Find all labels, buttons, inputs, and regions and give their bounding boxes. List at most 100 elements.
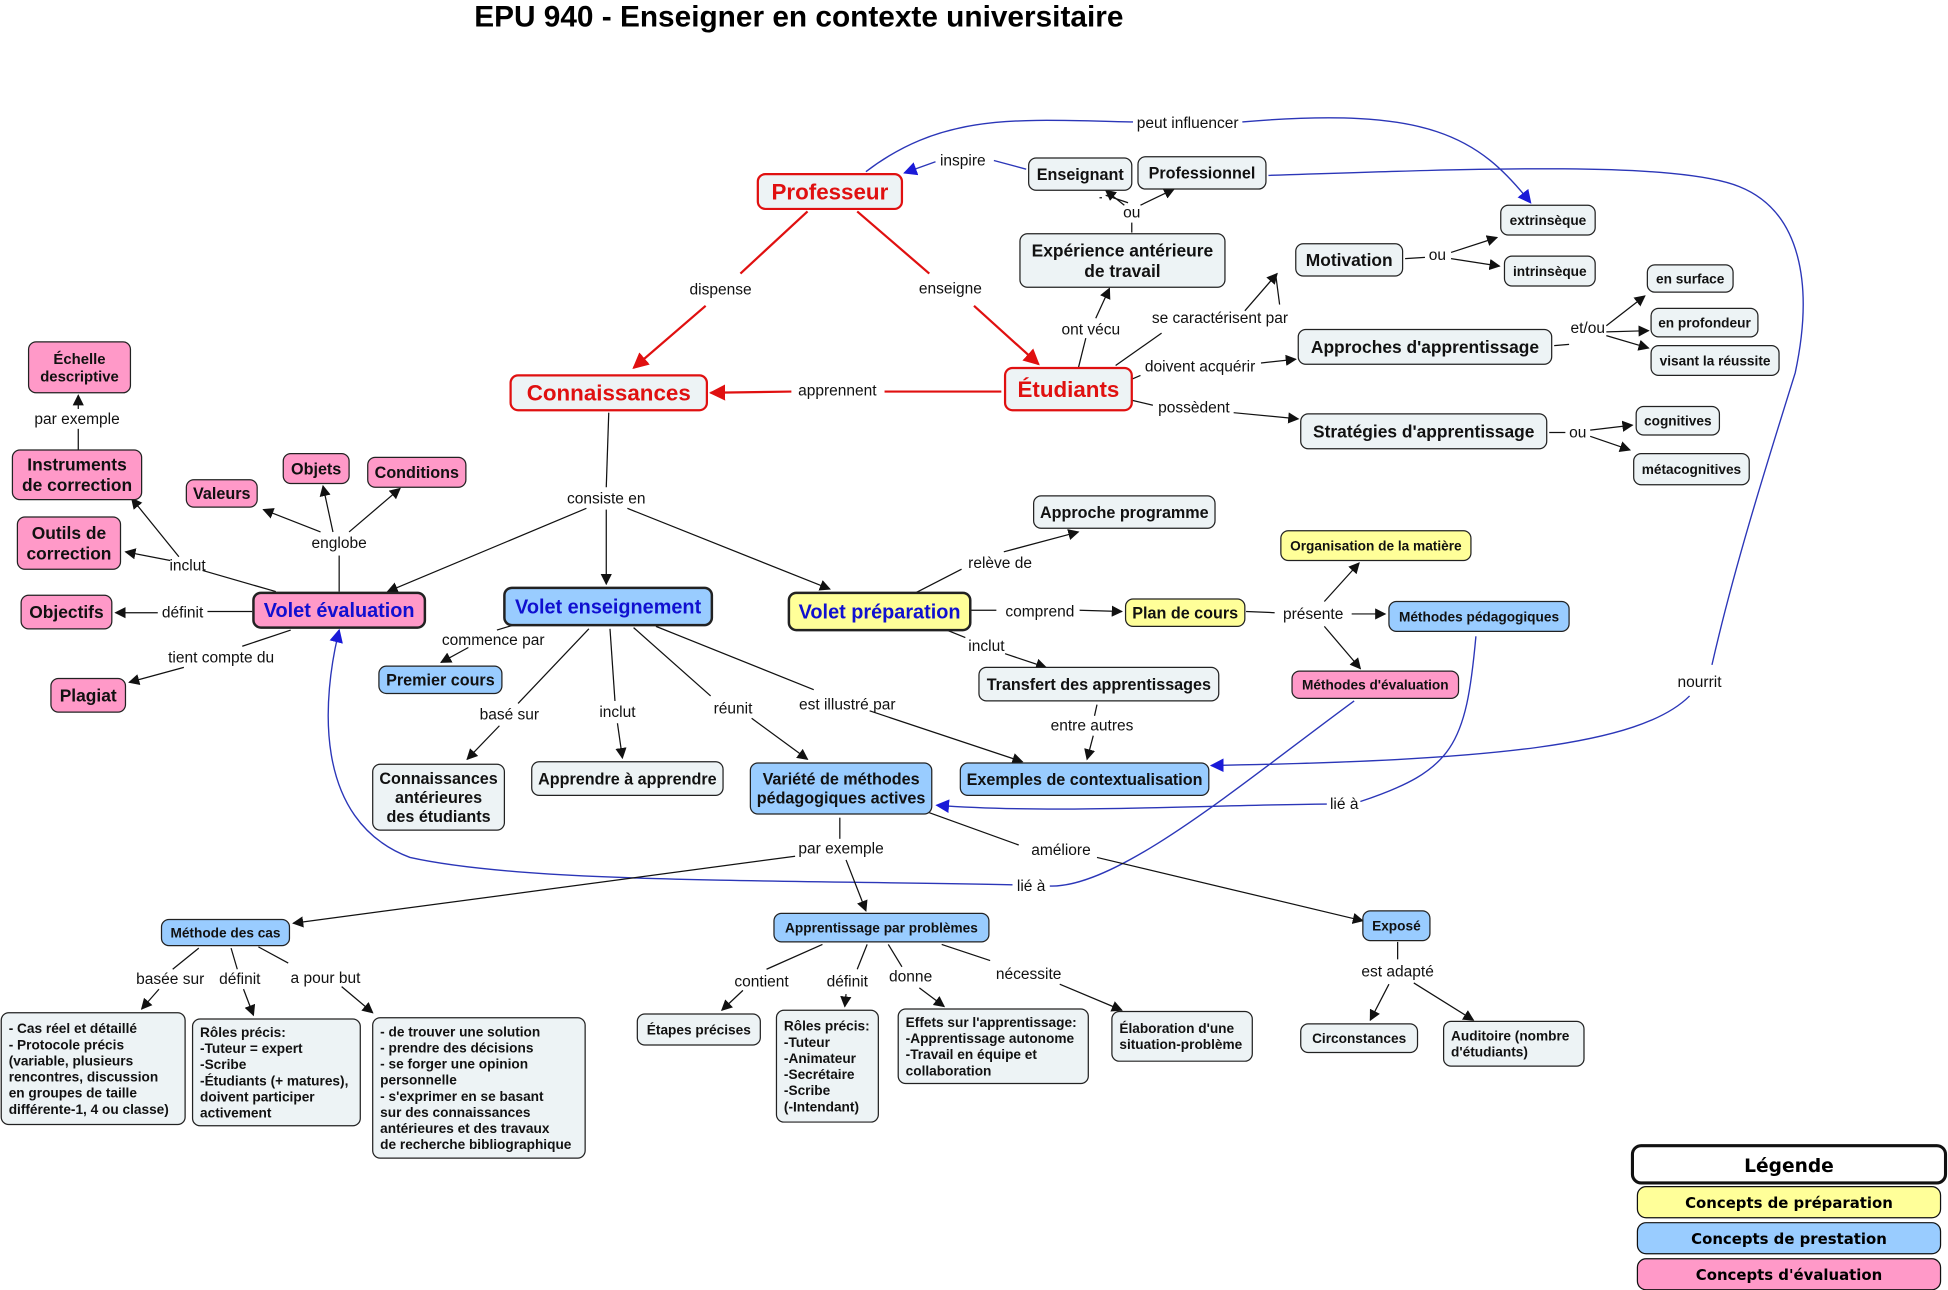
concept-approches[interactable]: Approches d'apprentissage (1297, 328, 1553, 365)
concept-roles-app[interactable]: Rôles précis:-Tuteur-Animateur-Secrétair… (775, 1009, 879, 1123)
link-label-ou-motiv: ou (1429, 247, 1446, 264)
concept-volet-enseignement[interactable]: Volet enseignement (503, 586, 714, 627)
concept-organisation[interactable]: Organisation de la matière (1280, 530, 1472, 562)
concept-plagiat[interactable]: Plagiat (50, 677, 127, 713)
concept-label: correction (26, 544, 111, 564)
concept-label: Étudiants (1017, 377, 1119, 402)
connector-arrow (1140, 188, 1176, 206)
concept-app-problemes[interactable]: Apprentissage par problèmes (773, 912, 990, 943)
link-label-inspire: inspire (940, 152, 986, 169)
concept-strategies[interactable]: Stratégies d'apprentissage (1300, 413, 1548, 450)
connector-arrow (935, 799, 1327, 813)
connector-arrow (1079, 605, 1123, 617)
concept-box (1633, 453, 1750, 486)
concept-box (1003, 366, 1133, 412)
concept-box (1291, 670, 1460, 700)
concept-motivation[interactable]: Motivation (1295, 243, 1404, 277)
connector-line (1360, 636, 1477, 803)
concept-but-cas[interactable]: - de trouver une solution- prendre des d… (372, 1017, 586, 1159)
concept-label: rencontres, discussion (9, 1070, 159, 1085)
concept-extrinseque[interactable]: extrinsèque (1500, 204, 1596, 236)
concept-box (1500, 204, 1596, 236)
link-label-inclut-prep: inclut (968, 638, 1005, 655)
concept-label: - Protocole précis (9, 1037, 125, 1052)
concept-valeurs[interactable]: Valeurs (185, 479, 258, 508)
link-label-est-illustre: est illustré par (799, 697, 896, 714)
concept-metacognitives[interactable]: métacognitives (1633, 453, 1750, 486)
concept-box (372, 1017, 586, 1159)
concept-box (160, 918, 291, 947)
connector-line (993, 159, 1027, 170)
concept-methodes-eval[interactable]: Méthodes d'évaluation (1291, 670, 1460, 700)
legend-swatch (1636, 1222, 1942, 1255)
concept-box (282, 453, 350, 485)
concept-etapes[interactable]: Étapes précises (636, 1013, 761, 1046)
concept-cas-detail[interactable]: - Cas réel et détaillé- Protocole précis… (0, 1012, 186, 1126)
concept-circonstances[interactable]: Circonstances (1300, 1023, 1419, 1054)
concept-connaissances[interactable]: Connaissances (509, 374, 709, 412)
concept-label: Exposé (1372, 919, 1421, 934)
connector-arrow (242, 988, 256, 1017)
concept-volet-evaluation[interactable]: Volet évaluation (252, 591, 427, 629)
connector-arrow (1004, 653, 1048, 670)
connector-arrow (1233, 412, 1300, 424)
concept-box (1028, 157, 1133, 191)
concept-conditions[interactable]: Conditions (367, 456, 467, 488)
concept-label: - Cas réel et détaillé (9, 1021, 138, 1036)
concept-roles-cas[interactable]: Rôles précis:-Tuteur = expert-Scribe-Étu… (191, 1018, 361, 1127)
connector-arrow (1590, 435, 1632, 452)
connector-line (1049, 700, 1355, 887)
concept-methodes-pedago[interactable]: Méthodes pédagogiques (1388, 600, 1570, 632)
concept-label: -Travail en équipe et (906, 1047, 1038, 1062)
concept-en-profondeur[interactable]: en profondeur (1650, 307, 1759, 338)
concept-label: collaboration (906, 1063, 992, 1078)
concept-label: Transfert des apprentissages (987, 676, 1211, 694)
concept-volet-preparation[interactable]: Volet préparation (787, 591, 972, 632)
connector-line (766, 943, 823, 970)
connector-arrow (845, 859, 868, 912)
concept-visant-reussite[interactable]: visant la réussite (1650, 344, 1780, 377)
concept-effets[interactable]: Effets sur l'apprentissage:-Apprentissag… (897, 1008, 1089, 1085)
connector-line (1268, 168, 1804, 666)
concept-objectifs[interactable]: Objectifs (20, 594, 113, 630)
concept-plan-de-cours[interactable]: Plan de cours (1124, 598, 1246, 627)
concept-label: Méthodes d'évaluation (1302, 678, 1449, 693)
concept-box (27, 341, 132, 394)
connector-arrow (1096, 856, 1364, 924)
connector-line (242, 629, 291, 647)
concept-methode-cas[interactable]: Méthode des cas (160, 918, 291, 947)
concept-professeur[interactable]: Professeur (756, 173, 904, 211)
connector-line (887, 944, 903, 968)
concept-label: personnelle (380, 1073, 457, 1088)
connector-arrow (1059, 983, 1123, 1012)
concept-apprendre[interactable]: Apprendre à apprendre (531, 761, 724, 796)
concept-premier-cours[interactable]: Premier cours (378, 665, 503, 695)
concept-cognitives[interactable]: cognitives (1635, 405, 1721, 436)
concept-objets[interactable]: Objets (282, 453, 350, 485)
connector-line (739, 210, 809, 275)
concept-label: Approches d'apprentissage (1311, 337, 1539, 357)
concept-box (509, 374, 709, 412)
concept-approche-programme[interactable]: Approche programme (1033, 495, 1216, 529)
concept-exemples[interactable]: Exemples de contextualisation (959, 762, 1210, 796)
concept-professionnel[interactable]: Professionnel (1137, 156, 1267, 190)
link-label-necessite: nécessite (996, 966, 1062, 983)
concept-transfert[interactable]: Transfert des apprentissages (978, 666, 1220, 702)
concept-expose[interactable]: Exposé (1362, 910, 1431, 942)
concept-box (1442, 1020, 1585, 1067)
concept-label: extrinsèque (1510, 213, 1587, 228)
concept-en-surface[interactable]: en surface (1646, 264, 1734, 293)
concept-intrinseque[interactable]: intrinsèque (1503, 255, 1596, 287)
concept-box (0, 1012, 186, 1126)
concept-enseignant[interactable]: Enseignant (1028, 157, 1133, 191)
connector-arrow (327, 628, 1013, 886)
concept-etudiants[interactable]: Étudiants (1003, 366, 1133, 412)
